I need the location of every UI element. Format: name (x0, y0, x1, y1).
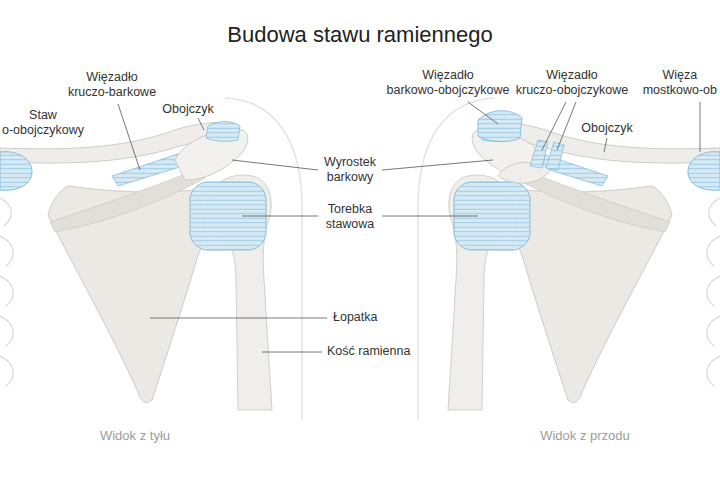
label-anchor: Więza mostkowo-ob (643, 68, 717, 98)
leader-line (604, 138, 607, 152)
leader-line (382, 160, 493, 170)
view-caption: Widok z przodu (540, 428, 630, 443)
part-label: Obojczyk (581, 121, 632, 136)
leader-line (542, 102, 566, 150)
ligament (546, 142, 564, 170)
posterior-view (0, 98, 302, 420)
sternoclavicular-joint (0, 152, 32, 191)
leader-line (468, 102, 498, 124)
label-anchor: Więzadło barkowo-obojczykowe (387, 68, 510, 98)
label-word: mostkowo-ob (643, 83, 717, 97)
leader-line (118, 104, 140, 170)
label-word: stawowa (326, 217, 375, 231)
label-anchor: Więzadło kruczo-obojczykowe (516, 68, 629, 98)
label-anchor: Więzadło kruczo-barkowe (68, 70, 156, 100)
label-anchor: Obojczyk (162, 102, 213, 117)
rib (0, 276, 13, 306)
label-word: barkowo-obojczykowe (387, 83, 510, 97)
part-label: Więzadło barkowo-obojczykowe (387, 68, 510, 98)
ribs (0, 198, 13, 386)
leader-line (232, 160, 318, 170)
label-word: Torebka (328, 202, 372, 216)
label-word: Staw (29, 108, 57, 122)
anterior-view (418, 98, 720, 420)
part-label: Wyrostek barkowy (324, 155, 376, 185)
part-label: Obojczyk (162, 102, 213, 117)
ligament (478, 111, 522, 142)
rib (0, 356, 13, 386)
leader-line (242, 216, 318, 217)
label-word: barkowy (327, 170, 374, 184)
label-word: kruczo-obojczykowe (516, 83, 629, 97)
leader-line (382, 216, 478, 217)
part-label: Łopatka (333, 310, 377, 325)
view-caption: Widok z tyłu (100, 428, 170, 443)
part-label: Więzadło kruczo-barkowe (68, 70, 156, 100)
label-word: Więzadło (422, 68, 473, 82)
title: Budowa stawu ramiennego (0, 22, 720, 48)
label-anchor: Staw o-obojczykowy (2, 108, 84, 138)
label-word: Więzadło (86, 70, 137, 84)
rib (0, 236, 13, 266)
ligament (206, 122, 240, 142)
label-anchor: Obojczyk (581, 121, 632, 136)
label-word: kruczo-barkowe (68, 85, 156, 99)
part-label: Staw o-obojczykowy (2, 108, 84, 138)
rib (0, 316, 13, 346)
label-word: Wyrostek (324, 155, 376, 169)
title-anchor: Budowa stawu ramiennego (0, 22, 720, 48)
label-anchor: Widok z przodu (540, 428, 630, 443)
part-label: Torebka stawowa (326, 202, 375, 232)
label-word: o-obojczykowy (2, 123, 84, 137)
leader-line (557, 102, 576, 150)
leader-line (150, 318, 327, 319)
part-label: Kość ramienna (327, 344, 410, 359)
label-word: Więza (662, 68, 697, 82)
rib (0, 198, 11, 226)
label-anchor: Łopatka (333, 310, 377, 325)
leader-line (700, 102, 701, 152)
part-label: Więzadło kruczo-obojczykowe (516, 68, 629, 98)
leader-line (198, 118, 204, 130)
label-anchor: Widok z tyłu (100, 428, 170, 443)
leader-lines (118, 102, 700, 352)
part-label: Więza mostkowo-ob (643, 68, 717, 98)
leader-line (262, 352, 322, 353)
label-anchor: Wyrostek barkowy (324, 155, 376, 185)
label-anchor: Torebka stawowa (326, 202, 375, 232)
label-word: Więzadło (546, 68, 597, 82)
label-anchor: Kość ramienna (327, 344, 410, 359)
